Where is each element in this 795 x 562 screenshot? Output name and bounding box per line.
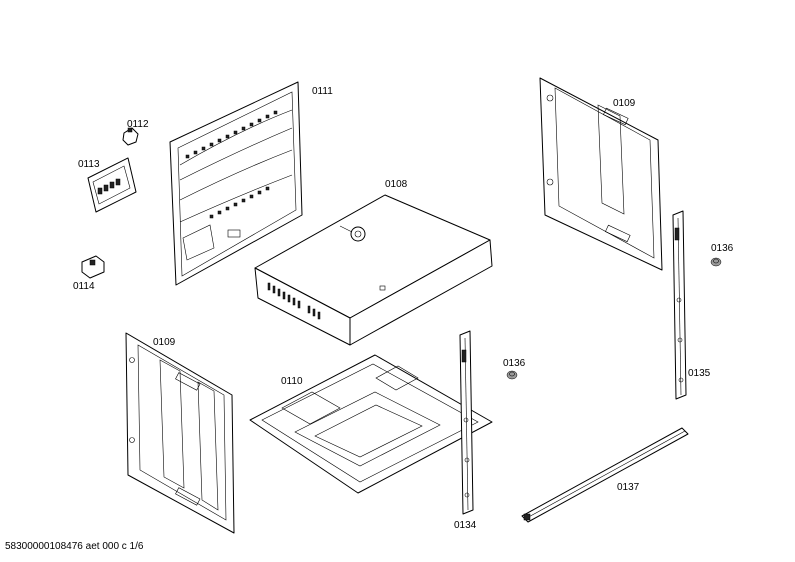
part-0113-bracket[interactable] — [87, 157, 137, 213]
label-0111: 0111 — [312, 86, 333, 97]
part-0136-fastener-a[interactable] — [710, 257, 722, 267]
part-0136-fastener-b[interactable] — [506, 370, 518, 380]
label-0135: 0135 — [688, 368, 711, 379]
label-0136-a: 0136 — [711, 243, 734, 254]
part-0135-vertical-rail[interactable] — [672, 210, 687, 400]
part-0134-vertical-rail[interactable] — [459, 330, 474, 515]
label-0114: 0114 — [73, 281, 95, 292]
label-0109-left: 0109 — [153, 337, 176, 348]
part-0110-bottom-panel[interactable] — [249, 354, 493, 494]
document-footer-code: 58300000108476 aet 000 c 1/6 — [5, 541, 144, 552]
label-0136-b: 0136 — [503, 358, 526, 369]
label-0108: 0108 — [385, 179, 408, 190]
part-0137-diagonal-rail[interactable] — [521, 427, 689, 523]
label-0109-top: 0109 — [613, 98, 636, 109]
label-0110: 0110 — [281, 376, 303, 387]
part-0114-holder[interactable] — [81, 255, 105, 279]
part-0109-side-panel-left[interactable] — [125, 332, 235, 534]
label-0134: 0134 — [454, 520, 477, 531]
label-0112: 0112 — [127, 119, 149, 130]
part-0109-side-panel-right[interactable] — [539, 77, 663, 271]
part-0111-back-panel[interactable] — [169, 81, 303, 286]
label-0137: 0137 — [617, 482, 640, 493]
part-0112-clip[interactable] — [122, 127, 139, 146]
label-0113: 0113 — [78, 159, 100, 170]
part-0108-top-cover[interactable] — [254, 194, 493, 346]
